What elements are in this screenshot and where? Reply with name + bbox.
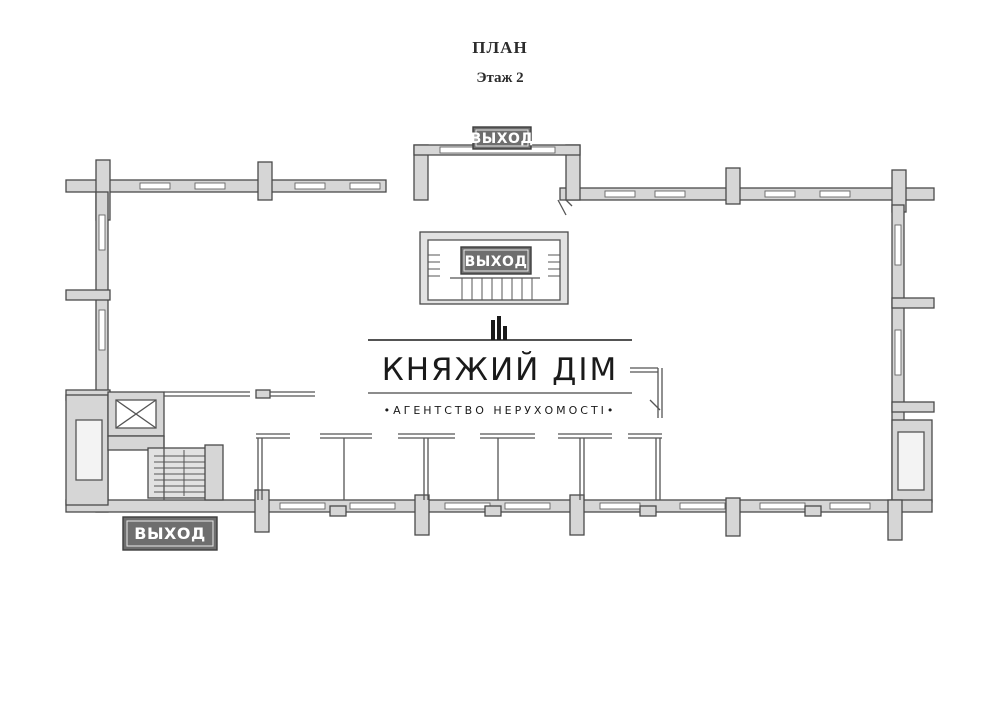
exit-sign-top: ВЫХОД — [471, 126, 534, 150]
exit-label-top: ВЫХОД — [471, 131, 534, 147]
agency-name: КНЯЖИЙ ДІМ — [382, 352, 619, 388]
agency-tagline: •АГЕНТСТВО НЕРУХОМОСТІ• — [384, 404, 617, 417]
lift-and-stair-block — [65, 391, 224, 506]
top-wall-right — [559, 167, 935, 213]
exit-sign-bottom-left: ВЫХОД — [122, 516, 218, 551]
exit-sign-stairs: ВЫХОД — [460, 246, 532, 275]
agency-watermark: КНЯЖИЙ ДІМ •АГЕНТСТВО НЕРУХОМОСТІ• — [368, 316, 632, 417]
exit-label-bottom-left: ВЫХОД — [134, 524, 205, 543]
floor-subtitle: Этаж 2 — [476, 70, 524, 86]
entrance-vestibule — [413, 144, 581, 216]
interior-partitions — [163, 367, 663, 500]
right-wall — [891, 204, 935, 511]
bottom-wall — [65, 489, 933, 541]
exit-label-stairs: ВЫХОД — [465, 254, 528, 270]
top-wall-left — [65, 159, 387, 221]
building-logo-icon — [491, 316, 507, 340]
plan-title: ПЛАН — [472, 38, 528, 57]
